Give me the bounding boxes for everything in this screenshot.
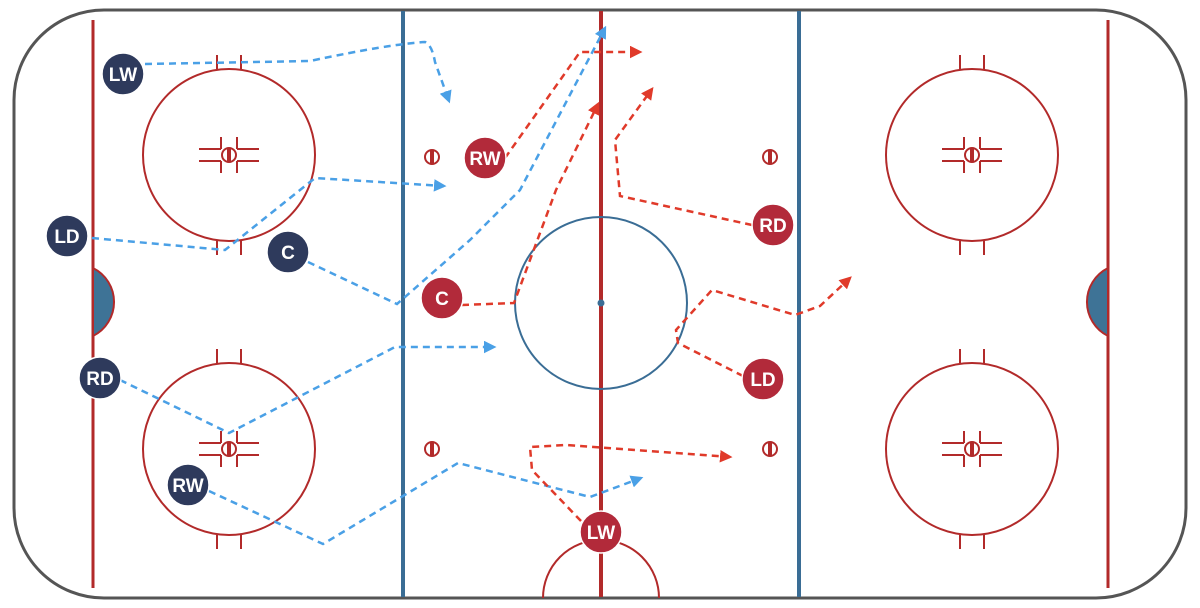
player-token[interactable] bbox=[751, 203, 795, 247]
player-b-lw[interactable]: LW bbox=[579, 510, 623, 554]
player-a-rd[interactable]: RD bbox=[78, 356, 122, 400]
path-b-rd bbox=[613, 86, 753, 227]
player-label: LW bbox=[587, 523, 616, 544]
player-label: LD bbox=[54, 227, 79, 248]
faceoff-circle-bottom-left bbox=[142, 349, 316, 549]
path-a-c bbox=[307, 25, 607, 306]
player-b-rw[interactable]: RW bbox=[463, 136, 507, 180]
goal-crease-left bbox=[92, 266, 115, 338]
team-b-paths bbox=[461, 45, 852, 522]
player-label: LW bbox=[109, 65, 138, 86]
player-token[interactable] bbox=[420, 276, 464, 320]
player-b-ld[interactable]: LD bbox=[741, 357, 785, 401]
neutral-dot-top-left bbox=[424, 149, 440, 165]
player-a-rw[interactable]: RW bbox=[166, 463, 210, 507]
player-token[interactable] bbox=[45, 214, 89, 258]
player-token[interactable] bbox=[579, 510, 623, 554]
team-a-paths bbox=[91, 25, 644, 546]
path-a-ld bbox=[91, 176, 447, 252]
path-a-lw bbox=[144, 40, 452, 104]
player-a-c[interactable]: C bbox=[266, 230, 310, 274]
player-b-rd[interactable]: RD bbox=[751, 203, 795, 247]
path-a-rd bbox=[119, 340, 497, 435]
player-label: RW bbox=[172, 476, 203, 497]
neutral-dot-top-right bbox=[762, 149, 778, 165]
player-token[interactable] bbox=[166, 463, 210, 507]
player-label: RD bbox=[759, 216, 786, 237]
player-label: RW bbox=[469, 149, 500, 170]
player-token[interactable] bbox=[101, 52, 145, 96]
path-b-lw bbox=[528, 443, 733, 522]
player-a-ld[interactable]: LD bbox=[45, 214, 89, 258]
neutral-dot-bottom-left bbox=[424, 441, 440, 457]
player-a-lw[interactable]: LW bbox=[101, 52, 145, 96]
faceoff-circle-top-right bbox=[885, 55, 1059, 255]
player-label: RD bbox=[86, 369, 113, 390]
path-b-ld bbox=[674, 276, 852, 378]
faceoff-circle-bottom-right bbox=[885, 349, 1059, 549]
player-label: C bbox=[435, 289, 449, 310]
player-token[interactable] bbox=[741, 357, 785, 401]
player-token[interactable] bbox=[266, 230, 310, 274]
player-label: C bbox=[281, 243, 295, 264]
neutral-dot-bottom-right bbox=[762, 441, 778, 457]
player-token[interactable] bbox=[78, 356, 122, 400]
path-b-c bbox=[461, 101, 600, 307]
center-faceoff-dot bbox=[597, 299, 605, 307]
path-b-rw bbox=[503, 45, 643, 159]
path-a-rw bbox=[208, 461, 644, 546]
player-token[interactable] bbox=[463, 136, 507, 180]
goal-crease-right bbox=[1086, 266, 1109, 338]
player-b-c[interactable]: C bbox=[420, 276, 464, 320]
player-label: LD bbox=[750, 370, 775, 391]
